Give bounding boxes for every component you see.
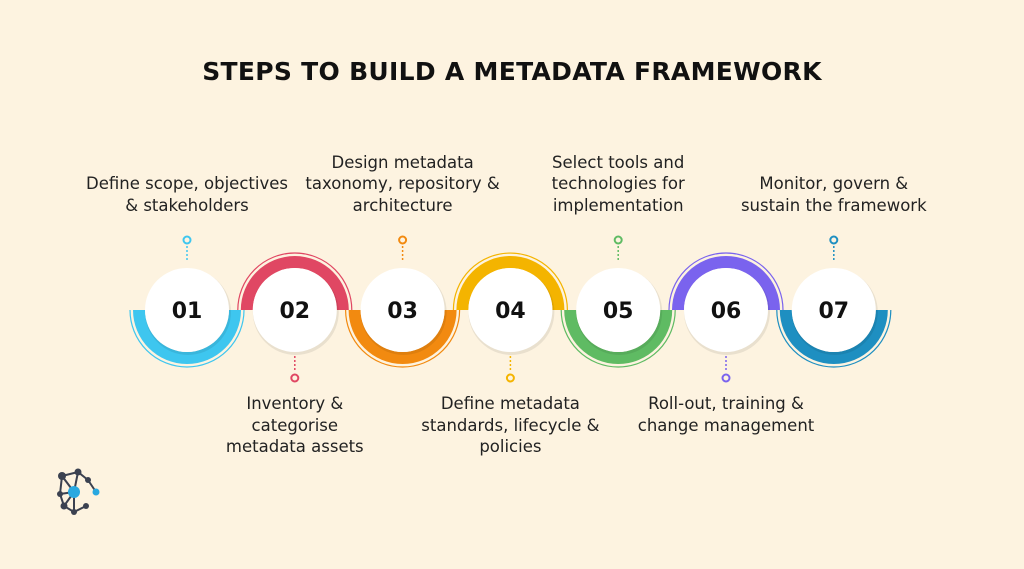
step-01-label: Define scope, objectives & stakeholders — [86, 174, 288, 215]
step-05-label: Select tools and technologies for implem… — [551, 152, 685, 215]
step-04-circle — [468, 268, 553, 352]
step-05-arc — [564, 310, 673, 364]
step-01-outline — [129, 309, 245, 368]
step-06-circle — [684, 268, 768, 352]
step-04-outline — [452, 252, 568, 311]
step-02-circle — [252, 268, 337, 352]
step-03-label: Design metadata taxonomy, repository & a… — [305, 152, 500, 215]
step-05-dot — [613, 235, 623, 245]
step-06-outline — [668, 252, 784, 311]
step-06-dot — [721, 373, 731, 383]
step-02-arc — [240, 256, 349, 310]
step-03-dot — [398, 235, 408, 245]
step-02-dot — [290, 373, 300, 383]
step-07-label: Monitor, govern & sustain the framework — [740, 174, 927, 215]
step-06-label: Roll-out, training & change management — [637, 394, 815, 435]
step-05-number: 05 — [603, 299, 634, 324]
step-07-number: 07 — [818, 299, 849, 324]
step-02-number: 02 — [279, 299, 310, 324]
step-02-label: Inventory & categorise metadata assets — [225, 394, 364, 456]
step-01-arc — [133, 310, 241, 364]
step-05-outline — [560, 309, 676, 368]
step-03-arc — [348, 310, 457, 364]
page-title: STEPS TO BUILD A METADATA FRAMEWORK — [202, 57, 822, 86]
step-03-circle — [360, 268, 445, 352]
step-04-number: 04 — [495, 299, 526, 324]
step-04-label: Define metadata standards, lifecycle & p… — [421, 394, 600, 456]
network-node-logo-icon — [57, 468, 100, 515]
step-03-outline — [345, 309, 461, 368]
step-07-circle — [791, 268, 876, 352]
step-01-number: 01 — [172, 299, 203, 324]
step-01-dot — [182, 235, 192, 245]
step-06-arc — [672, 256, 780, 310]
step-04-arc — [456, 256, 565, 310]
step-03-number: 03 — [387, 299, 418, 324]
step-02-outline — [237, 252, 353, 311]
step-07-arc — [779, 310, 888, 364]
step-04-dot — [505, 373, 515, 383]
step-07-dot — [829, 235, 839, 245]
step-06-number: 06 — [711, 299, 742, 324]
step-05-circle — [576, 268, 661, 352]
step-01-circle — [145, 268, 229, 352]
step-07-outline — [776, 309, 892, 368]
